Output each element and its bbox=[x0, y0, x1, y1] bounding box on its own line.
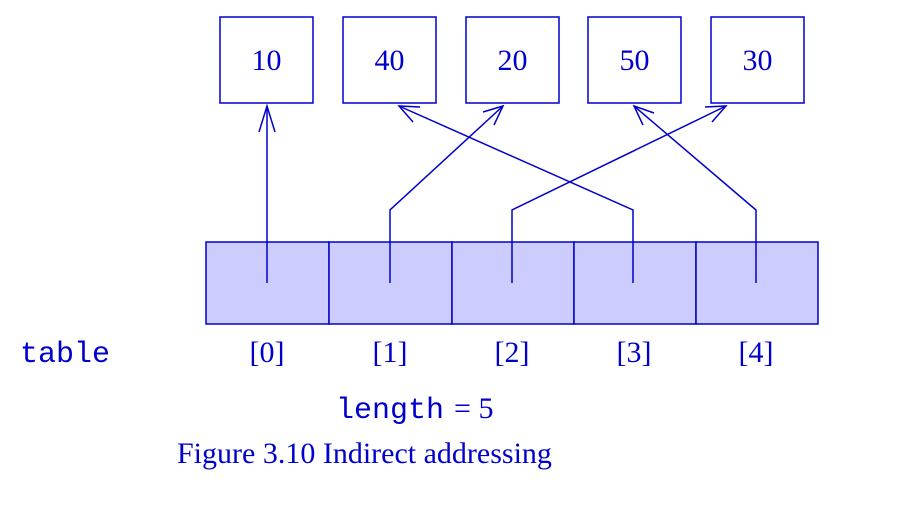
value-box-1 bbox=[342, 16, 437, 104]
length-label: length bbox=[336, 394, 444, 428]
pointer-arrow-2 bbox=[511, 105, 728, 283]
value-boxes: 10 40 20 50 30 bbox=[219, 16, 805, 104]
pointer-arrow-0 bbox=[258, 103, 276, 283]
value-text-2: 20 bbox=[498, 44, 528, 77]
figure-caption: Figure 3.10 Indirect addressing bbox=[177, 437, 552, 470]
value-text-1: 40 bbox=[375, 44, 405, 77]
index-label-1: [1] bbox=[373, 336, 408, 369]
value-text-3: 50 bbox=[620, 44, 650, 77]
length-value: = 5 bbox=[454, 392, 493, 425]
index-labels: [0] [1] [2] [3] [4] bbox=[250, 336, 774, 369]
array-cell-3 bbox=[573, 241, 697, 325]
pointer-arrow-4 bbox=[632, 104, 757, 283]
value-box-4 bbox=[710, 16, 805, 104]
pointer-arrow-1 bbox=[389, 104, 505, 283]
index-label-4: [4] bbox=[739, 336, 774, 369]
value-box-2 bbox=[465, 16, 560, 104]
value-box-0 bbox=[219, 16, 314, 104]
index-label-3: [3] bbox=[617, 336, 652, 369]
index-label-0: [0] bbox=[250, 336, 285, 369]
value-box-3 bbox=[587, 16, 682, 104]
array-cell-2 bbox=[451, 241, 575, 325]
pointer-arrow-3 bbox=[397, 105, 634, 283]
array-cell-4 bbox=[695, 241, 819, 325]
pointer-arrows bbox=[258, 103, 757, 283]
array-name-label: table bbox=[20, 338, 110, 372]
value-text-4: 30 bbox=[743, 44, 773, 77]
value-text-0: 10 bbox=[252, 44, 282, 77]
length-expression: length = 5 bbox=[336, 392, 493, 428]
index-label-2: [2] bbox=[495, 336, 530, 369]
